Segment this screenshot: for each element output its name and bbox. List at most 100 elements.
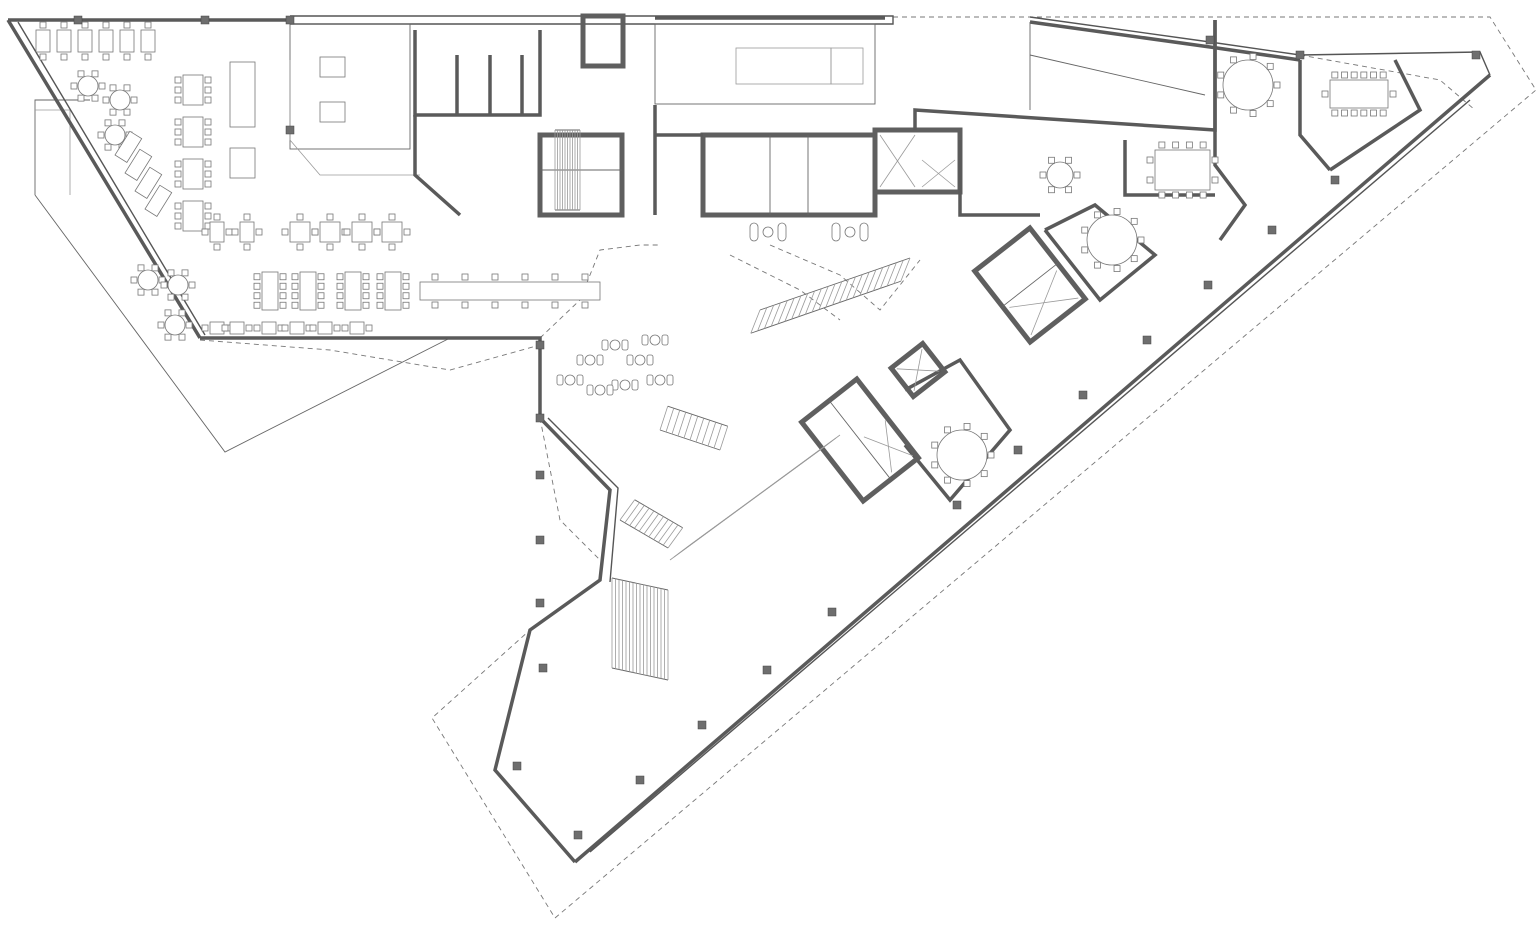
side-table (634, 354, 646, 366)
chair (1331, 109, 1339, 117)
chair (1146, 176, 1154, 184)
wall-northeast-thick (1029, 20, 1301, 62)
chair (174, 86, 182, 94)
column (1203, 280, 1213, 290)
stair-tread (619, 499, 636, 521)
rect-table (201, 213, 233, 251)
table-top (349, 321, 365, 335)
chair (311, 228, 319, 236)
table-top (1086, 214, 1138, 266)
sofa (831, 222, 841, 242)
stair-tread (713, 424, 723, 449)
chair (581, 273, 589, 281)
rect-table (291, 271, 325, 311)
chair (373, 228, 381, 236)
chair (551, 301, 559, 309)
lounge-chair (631, 379, 639, 391)
lounge-chair (596, 354, 604, 366)
chair (102, 96, 110, 104)
chair (174, 180, 182, 188)
stair-tread (665, 408, 675, 433)
chair (388, 213, 396, 221)
column (535, 470, 545, 480)
lounge-set (641, 334, 669, 346)
table-top (77, 75, 99, 97)
chair (130, 276, 138, 284)
rect-table (419, 273, 601, 309)
chair (963, 480, 971, 487)
rect-table (253, 321, 285, 335)
stair-flight-atrium-lower (611, 577, 669, 681)
chair (376, 282, 384, 290)
terrace-grid (35, 109, 71, 195)
chair (123, 84, 131, 92)
chair (309, 324, 317, 332)
chair (123, 53, 131, 61)
chair (317, 273, 325, 281)
table-top (140, 29, 156, 53)
chair (174, 128, 182, 136)
stair-flight-bridge (750, 257, 911, 334)
chair (1217, 71, 1225, 79)
chair (336, 292, 344, 300)
chair (225, 228, 233, 236)
chair (336, 282, 344, 290)
chair (431, 301, 439, 309)
side-table (594, 384, 606, 396)
rect-table (98, 21, 114, 61)
table-top (164, 314, 186, 336)
atrium-void-outline (539, 417, 601, 561)
table-top (109, 89, 131, 111)
chair (188, 281, 196, 289)
rect-table (376, 271, 410, 311)
chair (174, 96, 182, 104)
rect-table (77, 21, 93, 61)
chair (317, 292, 325, 300)
lounge-set (576, 354, 604, 366)
chair (1146, 156, 1154, 164)
chair (123, 21, 131, 29)
chair (109, 108, 117, 116)
chair (944, 426, 951, 434)
table-top (261, 321, 277, 335)
sofa-set (749, 222, 787, 242)
chair (1172, 191, 1180, 199)
meeting-room-wall (1329, 59, 1423, 172)
chair (317, 282, 325, 290)
coffee-table (762, 226, 774, 238)
lounge-chair (606, 384, 614, 396)
shaft-room (580, 13, 626, 69)
wall-south-cafe (200, 336, 542, 418)
chair (255, 228, 263, 236)
side-table (564, 374, 576, 386)
chair (1199, 141, 1207, 149)
stair-tread (662, 524, 679, 546)
chair (291, 282, 299, 290)
booth (134, 166, 163, 199)
chair (60, 21, 68, 29)
table-top (209, 221, 225, 243)
terrace-outline (199, 339, 541, 371)
kitchen-wall-diagonal (413, 115, 462, 217)
stair-tread (873, 267, 884, 291)
column (73, 15, 83, 25)
chair (279, 273, 287, 281)
table-top (56, 29, 72, 53)
chair (213, 213, 221, 221)
chair (164, 333, 172, 341)
chair (104, 119, 112, 127)
table-top (137, 269, 159, 291)
chair (343, 228, 351, 236)
table-top (261, 271, 279, 311)
column (1330, 175, 1340, 185)
chair (253, 324, 261, 332)
stair-tread (777, 300, 788, 324)
column (285, 125, 295, 135)
stair-tread (719, 426, 729, 451)
chair (81, 21, 89, 29)
rect-table (221, 321, 253, 335)
chair (253, 301, 261, 309)
side-table (609, 339, 621, 351)
chair (1065, 156, 1072, 164)
booth-seat (144, 184, 173, 217)
